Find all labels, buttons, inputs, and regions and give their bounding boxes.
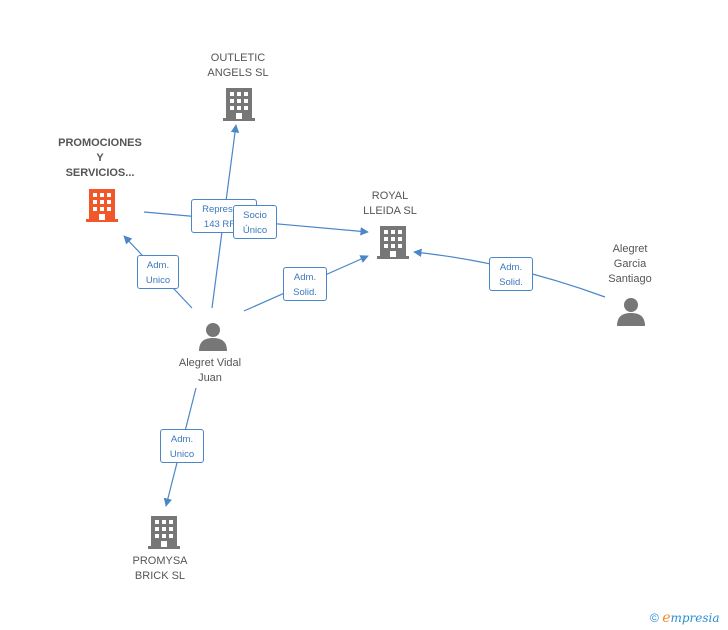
edge-label-line: Unico: [169, 449, 195, 460]
building-icon[interactable]: [148, 514, 180, 550]
edge-label-line: Unico: [145, 275, 171, 286]
brand-name: mpresia: [670, 611, 720, 625]
node-label-promysa[interactable]: PROMYSA BRICK SL: [110, 554, 210, 584]
footer-brand: © empresia: [650, 610, 720, 626]
building-icon[interactable]: [377, 224, 409, 260]
node-label-line: Juan: [198, 372, 222, 384]
node-label-line: Garcia: [613, 258, 647, 270]
node-label-line: ANGELS SL: [207, 67, 269, 79]
edge-label-adm-solid-royal[interactable]: Adm. Solid.: [283, 267, 327, 301]
node-label-alegret-vidal[interactable]: Alegret Vidal Juan: [160, 356, 260, 386]
edge-label-line: Represe...: [202, 204, 246, 215]
node-label-royal[interactable]: ROYAL LLEIDA SL: [340, 189, 440, 219]
node-label-promociones[interactable]: PROMOCIONES Y SERVICIOS...: [40, 136, 160, 181]
edge-label-adm-unico-promociones[interactable]: Adm. Unico: [137, 255, 179, 289]
node-label-line: Y: [96, 152, 104, 164]
edge-label-socio-unico[interactable]: Socio Único: [233, 205, 277, 239]
node-label-line: Santiago: [608, 273, 652, 285]
building-icon[interactable]: [86, 187, 118, 223]
person-icon[interactable]: [198, 321, 228, 351]
edge-label-line: Adm.: [499, 262, 523, 273]
node-label-outletic[interactable]: OUTLETIC ANGELS SL: [180, 51, 296, 81]
node-label-line: OUTLETIC: [210, 52, 266, 64]
node-label-line: PROMOCIONES: [58, 137, 142, 149]
building-icon[interactable]: [223, 86, 255, 122]
copyright-symbol: ©: [650, 611, 659, 625]
edge-label-line: Socio: [243, 210, 267, 221]
person-icon[interactable]: [616, 296, 646, 326]
node-label-line: SERVICIOS...: [65, 167, 135, 179]
node-label-line: ROYAL: [371, 190, 409, 202]
edge-label-line: 143 RR...: [203, 219, 245, 230]
node-label-line: PROMYSA: [132, 555, 188, 567]
node-label-line: Alegret Vidal: [178, 357, 242, 369]
node-label-line: Alegret: [612, 243, 648, 255]
node-label-line: BRICK SL: [134, 570, 186, 582]
node-label-line: LLEIDA SL: [363, 205, 417, 217]
edge-label-line: Adm.: [170, 434, 194, 445]
edge-label-line: Adm.: [146, 260, 170, 271]
edge-label-adm-solid-garcia[interactable]: Adm. Solid.: [489, 257, 533, 291]
edge-label-line: Solid.: [293, 287, 317, 298]
edge-label-line: Solid.: [499, 277, 523, 288]
node-label-alegret-garcia[interactable]: Alegret Garcia Santiago: [584, 242, 676, 287]
edge-label-line: Adm.: [293, 272, 317, 283]
brand-initial: e: [662, 610, 671, 626]
edge-label-adm-unico-promysa[interactable]: Adm. Unico: [160, 429, 204, 463]
edge-label-line: Único: [242, 225, 268, 236]
